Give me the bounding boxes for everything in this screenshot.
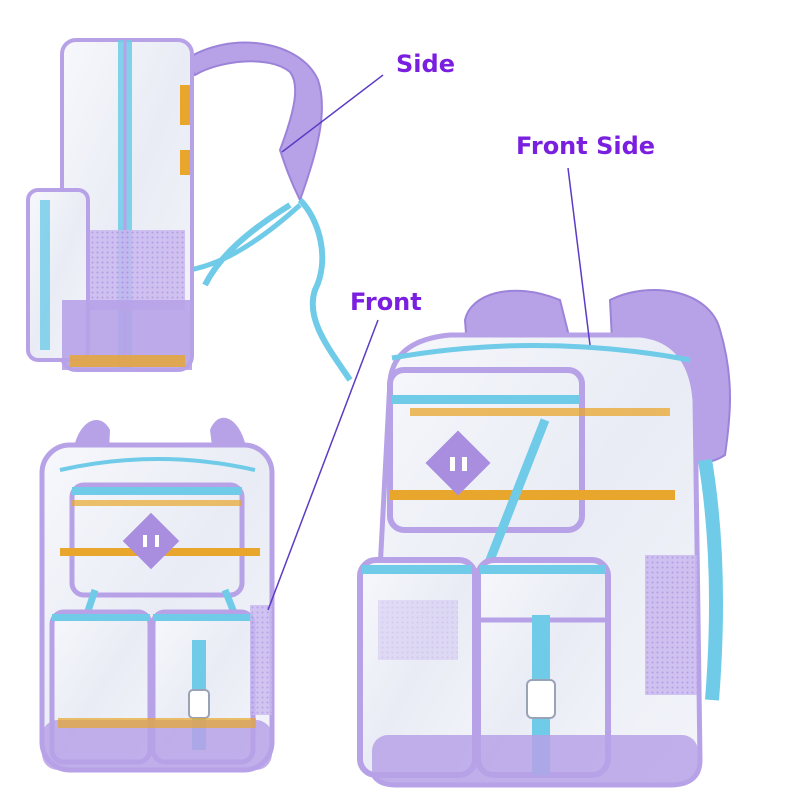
side-strap-aqua [297,197,353,382]
front-side-buckle [526,679,556,719]
front-side-mesh-pocket [645,555,697,695]
front-upper-pocket [69,482,245,598]
side-mesh-pocket [90,230,185,310]
front-side-leader-line [567,167,591,346]
front-side-upper-pocket [387,367,585,533]
label-front-side: Front Side [516,132,656,160]
front-leader-line [267,319,379,611]
label-front: Front [350,288,422,316]
side-shoulder-strap [183,41,323,203]
side-leader-line [281,74,384,153]
backpack-side-view [26,38,353,382]
backpack-front-view [39,417,275,773]
front-buckle [188,689,210,719]
front-side-diamond-patch [425,430,491,496]
backpack-front-side-view [357,289,731,788]
label-side: Side [396,50,455,78]
